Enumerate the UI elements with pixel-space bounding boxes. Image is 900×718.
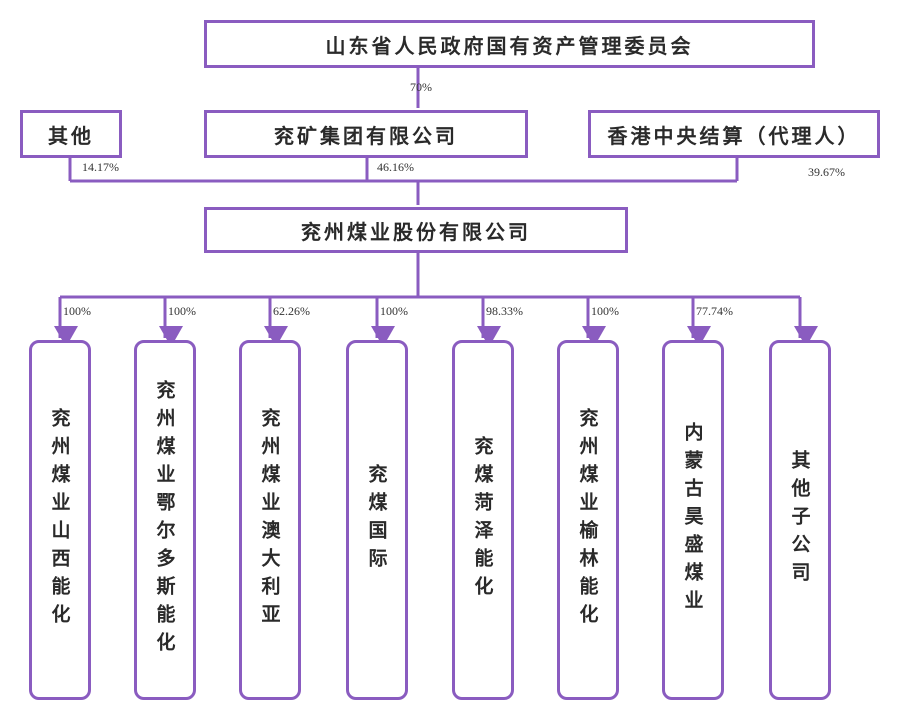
subsidiary-box: 兖州煤业鄂尔多斯能化 — [134, 340, 196, 700]
shareholder-pct: 46.16% — [377, 160, 414, 174]
shareholder-pct: 14.17% — [82, 160, 119, 174]
subsidiary-pct: 100% — [168, 304, 196, 318]
subsidiary-label: 兖煤菏泽能化 — [471, 436, 494, 604]
shareholder-label: 兖矿集团有限公司 — [274, 123, 458, 148]
shareholder-pct: 39.67% — [808, 165, 845, 179]
subsidiary-label: 兖煤国际 — [365, 464, 388, 576]
subsidiary-label: 兖州煤业山西能化 — [48, 408, 71, 632]
subsidiary-box: 兖州煤业山西能化 — [29, 340, 91, 700]
subsidiary-box: 内蒙古昊盛煤业 — [662, 340, 724, 700]
subsidiary-pct: 100% — [591, 304, 619, 318]
subsidiary-pct: 77.74% — [696, 304, 733, 318]
subsidiary-box: 兖煤菏泽能化 — [452, 340, 514, 700]
sasac-pct: 70% — [410, 80, 432, 94]
shareholder-label: 其他 — [48, 123, 94, 148]
subsidiary-pct: 62.26% — [273, 304, 310, 318]
shareholder-others-box: 其他 — [20, 110, 122, 158]
shareholder-hkscc-box: 香港中央结算（代理人） — [588, 110, 880, 158]
subsidiary-label: 兖州煤业澳大利亚 — [258, 408, 281, 632]
subsidiary-label: 兖州煤业榆林能化 — [576, 408, 599, 632]
subsidiary-label: 其他子公司 — [788, 450, 811, 590]
shareholder-yankuang-box: 兖矿集团有限公司 — [204, 110, 528, 158]
subsidiary-pct: 98.33% — [486, 304, 523, 318]
subsidiary-pct: 100% — [63, 304, 91, 318]
subsidiary-pct: 100% — [380, 304, 408, 318]
subsidiary-box: 其他子公司 — [769, 340, 831, 700]
subsidiary-label: 内蒙古昊盛煤业 — [681, 422, 704, 618]
company-label: 兖州煤业股份有限公司 — [301, 219, 531, 244]
shareholder-label: 香港中央结算（代理人） — [607, 123, 861, 148]
subsidiary-box: 兖州煤业澳大利亚 — [239, 340, 301, 700]
sasac-box: 山东省人民政府国有资产管理委员会 — [204, 20, 815, 68]
subsidiary-box: 兖煤国际 — [346, 340, 408, 700]
company-box: 兖州煤业股份有限公司 — [204, 207, 628, 253]
sasac-label: 山东省人民政府国有资产管理委员会 — [325, 33, 694, 58]
subsidiary-label: 兖州煤业鄂尔多斯能化 — [153, 380, 176, 660]
subsidiary-box: 兖州煤业榆林能化 — [557, 340, 619, 700]
